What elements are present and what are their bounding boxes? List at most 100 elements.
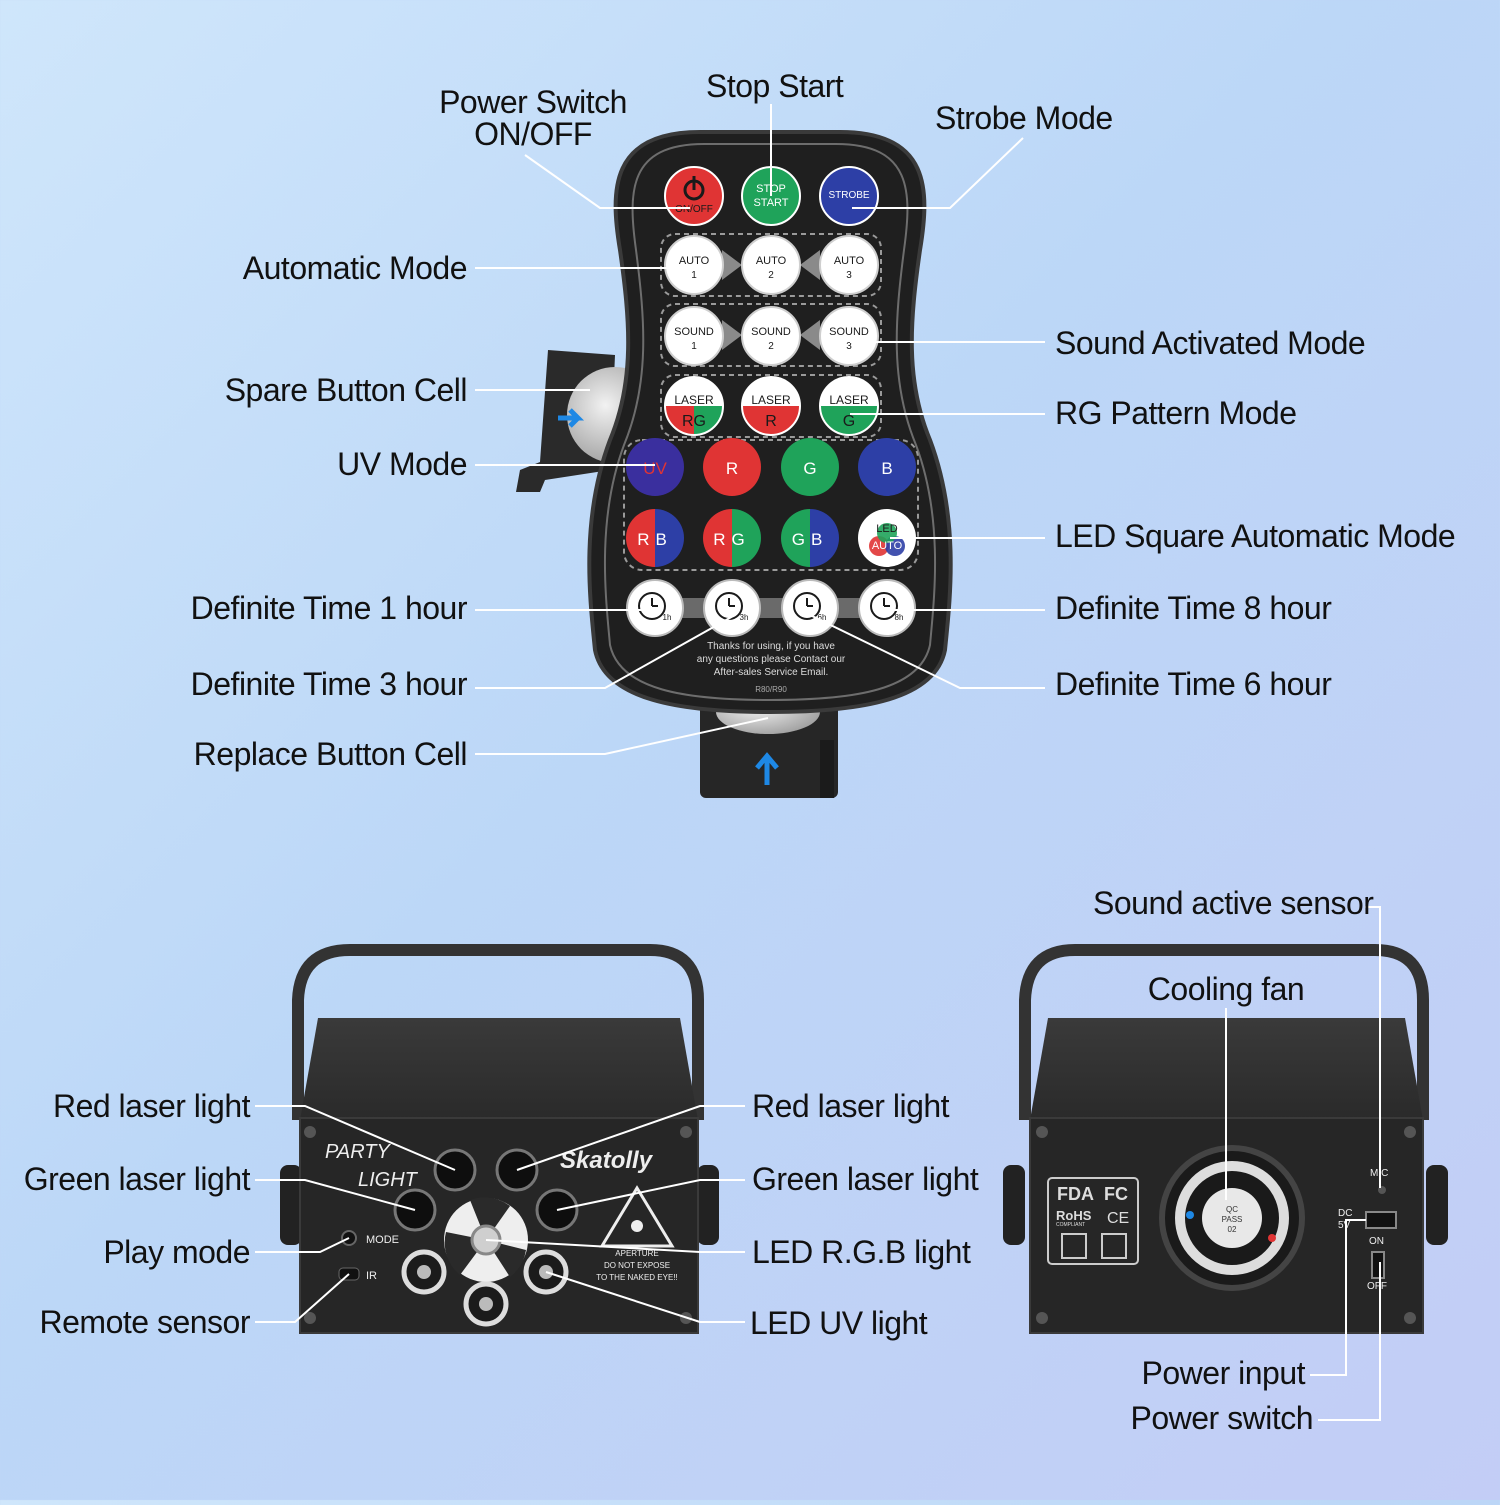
qc-text-1: QC xyxy=(1226,1205,1238,1214)
auto-1-button[interactable]: AUTO 1 xyxy=(664,235,724,295)
front-leader-lines xyxy=(255,1105,745,1323)
keep-dry-icon xyxy=(1101,1233,1127,1259)
gb-button[interactable]: GB xyxy=(781,509,839,567)
b-button[interactable]: B xyxy=(858,438,916,496)
timer-text: 1h xyxy=(663,613,672,622)
label-spare-button-cell: Spare Button Cell xyxy=(224,372,468,408)
remote-footer-line-1: Thanks for using, if you have xyxy=(707,641,835,652)
insert-arrow-icon xyxy=(558,408,585,428)
label-stop-start: Stop Start xyxy=(706,68,844,104)
label-replace-button-cell: Replace Button Cell xyxy=(193,736,468,772)
auto-text: AUTO xyxy=(834,255,865,267)
qc-text-2: PASS xyxy=(1222,1215,1243,1224)
b-text: B xyxy=(881,459,892,478)
label-sound-active-sensor: Sound active sensor xyxy=(1093,885,1374,921)
timer-text: 8h xyxy=(895,613,904,622)
brand-text: Skatolly xyxy=(560,1147,654,1174)
strobe-button[interactable]: STROBE xyxy=(819,166,879,226)
label-play-mode: Play mode xyxy=(103,1234,250,1270)
auto-text: AUTO xyxy=(679,255,710,267)
sound-text: SOUND xyxy=(751,326,791,338)
laser-warning-icon xyxy=(599,1185,675,1248)
rg-button[interactable]: RG xyxy=(703,509,761,567)
label-rg-pattern-mode: RG Pattern Mode xyxy=(1055,395,1297,431)
power-switch[interactable] xyxy=(1371,1251,1385,1279)
label-power-input: Power input xyxy=(1141,1355,1306,1391)
clock-icon xyxy=(793,592,821,620)
mode-text: MODE xyxy=(366,1234,399,1246)
label-definite-time-8: Definite Time 8 hour xyxy=(1055,590,1332,626)
sound-num-text: 2 xyxy=(768,341,774,352)
laser-text: LASER xyxy=(829,393,869,407)
timer-text: 6h xyxy=(818,613,827,622)
compliant-text: COMPLIANT xyxy=(1056,1222,1085,1228)
timer-text: 3h xyxy=(740,613,749,622)
off-text: OFF xyxy=(1367,1281,1387,1292)
remote-footer-line-2: any questions please Contact our xyxy=(697,654,846,665)
qc-text-3: 02 xyxy=(1228,1225,1237,1234)
laser-sub-text: G xyxy=(843,413,855,430)
rohs-text: RoHS xyxy=(1056,1208,1092,1223)
g-text: G xyxy=(803,459,816,478)
laser-sub-text: R xyxy=(765,413,777,430)
clock-icon xyxy=(638,592,666,620)
label-red-laser-right: Red laser light xyxy=(752,1088,950,1124)
auto-num-text: 1 xyxy=(691,270,697,281)
sound-num-text: 1 xyxy=(691,341,697,352)
remote-leader-lines xyxy=(475,104,1045,755)
clock-icon xyxy=(870,592,898,620)
label-automatic-mode: Automatic Mode xyxy=(242,250,468,286)
label-cooling-fan: Cooling fan xyxy=(1147,971,1305,1007)
dc-text: DC xyxy=(1338,1208,1352,1219)
remote-control: ON/OFF STOP START STROBE AUTO1AUTO2AUTO3… xyxy=(516,130,953,798)
sound-num-text: 3 xyxy=(846,341,852,352)
party-text: PARTY xyxy=(325,1141,391,1163)
sound-text: SOUND xyxy=(674,326,714,338)
front-device: PARTY LIGHT Skatolly MODE IR APERTURE DO xyxy=(280,944,719,1334)
sound-1-button[interactable]: SOUND 1 xyxy=(664,306,724,366)
timer-6h-button[interactable]: 6h xyxy=(781,579,839,637)
weee-icon xyxy=(1061,1233,1087,1259)
label-green-laser-left: Green laser light xyxy=(23,1161,251,1197)
auto-2-button[interactable]: AUTO 2 xyxy=(741,235,801,295)
ir-text: IR xyxy=(366,1270,377,1282)
timer-8h-button[interactable]: 8h xyxy=(858,579,916,637)
on-text: ON xyxy=(1369,1236,1384,1247)
auto-button-row: AUTO 1 AUTO 2 AUTO 3 xyxy=(664,235,879,295)
laser-g-button[interactable]: LASER G xyxy=(819,376,879,436)
laser-rg-button[interactable]: LASER RG xyxy=(664,376,724,436)
uv-button[interactable]: UV xyxy=(626,438,684,496)
uv-text: UV xyxy=(643,459,667,478)
onoff-text: ON/OFF xyxy=(675,204,713,215)
rb-button[interactable]: RB xyxy=(626,509,684,567)
up-arrow-icon xyxy=(755,752,779,785)
label-definite-time-1: Definite Time 1 hour xyxy=(190,590,468,626)
rg-text: RG xyxy=(713,530,751,549)
fda-text: FDA xyxy=(1057,1184,1094,1204)
back-handle xyxy=(1019,944,1429,1120)
r-button[interactable]: R xyxy=(703,438,761,496)
laser-r-button[interactable]: LASER R xyxy=(741,376,801,436)
timer-1h-button[interactable]: 1h xyxy=(626,579,684,637)
label-remote-sensor: Remote sensor xyxy=(39,1304,251,1340)
sound-2-button[interactable]: SOUND 2 xyxy=(741,306,801,366)
auto-num-text: 2 xyxy=(768,270,774,281)
led-rgb-lens xyxy=(444,1197,528,1282)
auto-3-button[interactable]: AUTO 3 xyxy=(819,235,879,295)
laser-text: LASER xyxy=(751,393,791,407)
onoff-button[interactable]: ON/OFF xyxy=(664,166,724,226)
fc-text: FC xyxy=(1104,1184,1128,1204)
dc-input-port[interactable] xyxy=(1365,1211,1397,1229)
label-led-uv: LED UV light xyxy=(750,1305,928,1341)
label-power-switch-back: Power switch xyxy=(1130,1400,1314,1436)
led-auto-button[interactable]: LED AUTO xyxy=(858,509,916,567)
auto-text: AUTO xyxy=(756,255,787,267)
label-power-switch: Power Switch ON/OFF xyxy=(439,84,627,152)
auto-num-text: 3 xyxy=(846,270,852,281)
g-button[interactable]: G xyxy=(781,438,839,496)
label-led-square-automatic-mode: LED Square Automatic Mode xyxy=(1055,518,1456,554)
warning-text-1: DO NOT EXPOSE xyxy=(604,1261,670,1270)
